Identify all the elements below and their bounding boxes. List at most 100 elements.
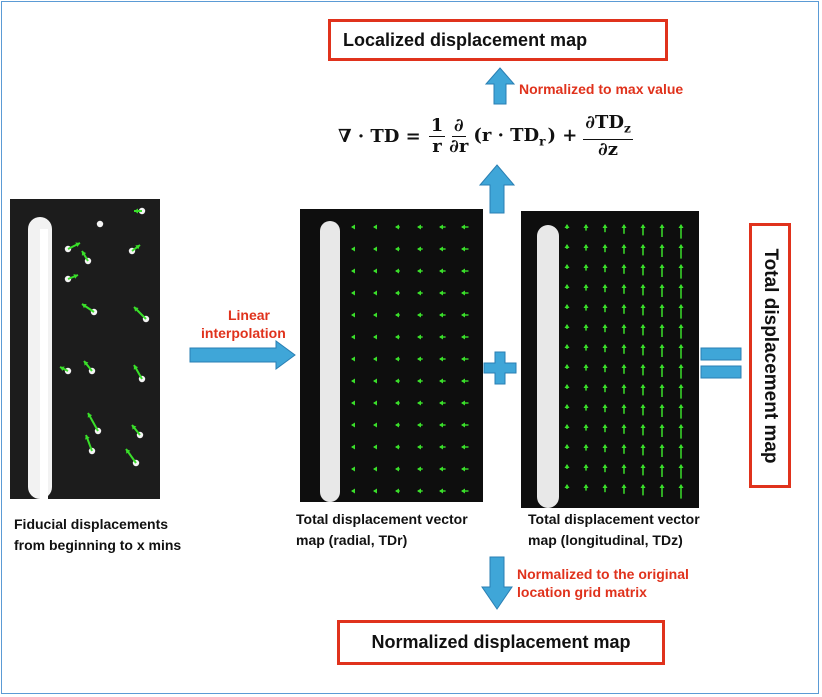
longitudinal-vector-head (659, 284, 665, 288)
longitudinal-vector-head (602, 324, 608, 328)
fiducial-arrow-head (60, 366, 65, 372)
longitudinal-vector-head (678, 324, 684, 328)
radial-vector-head (461, 224, 465, 230)
radial-vector-head (351, 312, 355, 318)
longitudinal-vector-head (602, 444, 608, 448)
longitudinal-vector-head (640, 424, 646, 428)
longitudinal-vector-head (659, 424, 665, 428)
radial-vector-head (439, 444, 443, 450)
longitudinal-vector-head (621, 384, 627, 388)
radial-vector-head (461, 356, 465, 362)
radial-vector-head (395, 444, 399, 450)
divergence-equation: ∇ · TD = 1 r ∂ ∂r (r · TDr) + ∂TDz ∂z (338, 113, 635, 160)
longitudinal-vector-head (678, 404, 684, 408)
fiducial-arrow-head (73, 274, 78, 279)
fiducial-arrow-head (134, 307, 139, 312)
longitudinal-vector-head (640, 264, 646, 268)
frac1-denominator: r (432, 135, 442, 157)
longitudinal-vector-head (640, 224, 646, 228)
radial-vector-head (351, 400, 355, 406)
radial-vector-head (351, 488, 355, 494)
radial-vector-head (351, 224, 355, 230)
radial-vector-head (373, 378, 377, 384)
equation-middle: (r · TDr) + (473, 124, 578, 149)
radial-vector-head (417, 334, 421, 340)
longitudinal-vector-head (583, 304, 589, 308)
longitudinal-vector-head (640, 384, 646, 388)
radial-caption-1: Total displacement vector (296, 511, 468, 527)
longitudinal-vector-head (640, 444, 646, 448)
frac2-denominator: ∂r (449, 135, 469, 157)
radial-vector-head (439, 488, 443, 494)
fiducial-marker (96, 220, 104, 228)
radial-caption: Total displacement vector map (radial, T… (296, 509, 468, 551)
normalized-max-note: Normalized to max value (519, 81, 684, 97)
longitudinal-vector-head (621, 364, 627, 368)
longitudinal-vector-head (659, 484, 665, 488)
right-arrow-interpolation (189, 340, 296, 370)
frac1-numerator: 1 (428, 114, 446, 137)
longitudinal-vector-head (621, 264, 627, 268)
longitudinal-vector-head (583, 284, 589, 288)
longitudinal-vector-head (621, 344, 627, 348)
radial-vector-head (417, 422, 421, 428)
radial-vector-head (417, 466, 421, 472)
radial-vector-head (351, 444, 355, 450)
radial-vector-head (417, 356, 421, 362)
longitudinal-caption-2: map (longitudinal, TDz) (528, 532, 683, 548)
longitudinal-vector-head (678, 484, 684, 488)
longitudinal-vector-head (602, 264, 608, 268)
radial-vector-head (417, 400, 421, 406)
longitudinal-vector-head (659, 344, 665, 348)
radial-vector-svg (320, 221, 469, 502)
fiducial-arrow-head (133, 365, 139, 370)
radial-vector-head (439, 246, 443, 252)
longitudinal-vector-head (678, 384, 684, 388)
equation-frac-1-over-r: 1 r (428, 114, 446, 157)
total-displacement-box: Total displacement map (749, 223, 791, 488)
fiducial-arrow-head (85, 435, 90, 440)
longitudinal-vector-head (564, 304, 570, 308)
longitudinal-vector-head (602, 344, 608, 348)
radial-vector-head (461, 268, 465, 274)
longitudinal-vector-head (583, 364, 589, 368)
radial-vector-head (417, 246, 421, 252)
longitudinal-vector-head (621, 464, 627, 468)
fiducial-image (10, 199, 160, 499)
longitudinal-vector-head (659, 464, 665, 468)
radial-vector-head (373, 488, 377, 494)
longitudinal-vector-head (659, 324, 665, 328)
longitudinal-vector-head (602, 284, 608, 288)
longitudinal-vector-head (602, 464, 608, 468)
radial-vector-head (395, 356, 399, 362)
longitudinal-vector-head (564, 404, 570, 408)
longitudinal-vector-head (621, 444, 627, 448)
radial-vector-head (373, 400, 377, 406)
fiducial-arrow-head (135, 245, 140, 250)
longitudinal-vector-head (583, 344, 589, 348)
equation-frac-partial-r: ∂ ∂r (449, 114, 469, 157)
radial-vector-head (395, 334, 399, 340)
longitudinal-vector-head (678, 464, 684, 468)
radial-vector-head (417, 488, 421, 494)
longitudinal-vector-head (583, 264, 589, 268)
radial-vector-head (351, 356, 355, 362)
radial-vector-head (373, 312, 377, 318)
radial-vector-head (461, 334, 465, 340)
longitudinal-vector-head (564, 324, 570, 328)
normalized-displacement-box: Normalized displacement map (337, 620, 665, 665)
longitudinal-vector-head (564, 424, 570, 428)
radial-vector-head (439, 356, 443, 362)
radial-vector-head (373, 466, 377, 472)
radial-vector-head (373, 444, 377, 450)
frac2-numerator: ∂ (451, 114, 466, 137)
longitudinal-vector-svg (537, 224, 684, 508)
radial-vector-head (351, 246, 355, 252)
grid-note-1: Normalized to the original (517, 566, 689, 582)
up-arrow-middle (478, 164, 516, 214)
radial-vector-head (461, 246, 465, 252)
longitudinal-vector-head (602, 244, 608, 248)
longitudinal-vector-head (564, 364, 570, 368)
fiducial-arrow-head (132, 425, 137, 430)
radial-vector-head (351, 334, 355, 340)
